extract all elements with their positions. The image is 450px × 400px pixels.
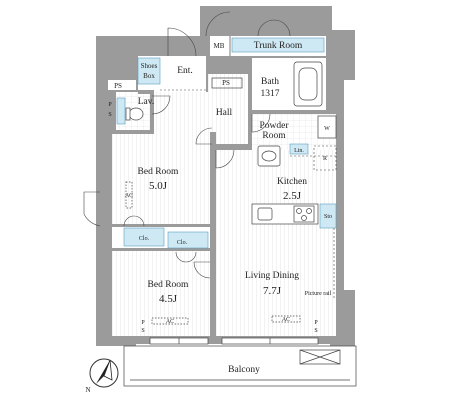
svg-text:Box: Box xyxy=(143,72,155,80)
ps-side-s: S xyxy=(108,112,111,118)
powder-room-door[interactable] xyxy=(251,113,271,133)
svg-text:Lin.: Lin. xyxy=(294,148,304,154)
storage-cabinet xyxy=(319,203,337,229)
svg-text:P: P xyxy=(141,320,145,326)
svg-text:P: P xyxy=(314,320,318,326)
svg-text:Clo.: Clo. xyxy=(139,236,150,242)
ps-side-p: P xyxy=(108,102,112,108)
balcony-label: Balcony xyxy=(228,365,260,375)
ps-label-top-left: PS xyxy=(114,82,122,90)
lavatory-counter xyxy=(116,97,126,125)
kitchen-sink xyxy=(257,207,273,221)
refrigerator-space xyxy=(313,145,337,171)
bedroom1-size: 5.0J xyxy=(149,180,168,192)
kitchen-size: 2.5J xyxy=(283,190,302,202)
bedroom2-label: Bed Room xyxy=(148,280,190,290)
mb-door[interactable] xyxy=(205,11,231,37)
toilet xyxy=(128,107,144,121)
balcony-windows xyxy=(149,337,319,345)
svg-text:S: S xyxy=(314,328,317,334)
closet-1 xyxy=(123,227,165,247)
bedroom2-ac: AC xyxy=(166,319,174,325)
entrance-label: Ent. xyxy=(177,66,193,76)
living-dining-label: Living Dining xyxy=(245,271,299,281)
ps-label-top-mid: PS xyxy=(222,79,230,87)
powder-room-label: Powder xyxy=(259,121,289,131)
floors xyxy=(112,36,356,390)
kitchen-label: Kitchen xyxy=(277,177,307,187)
closet-1-door[interactable] xyxy=(123,215,145,227)
lavatory-door[interactable] xyxy=(151,95,171,115)
bedroom1-ac: AC xyxy=(125,193,133,199)
trunk-room-shelf xyxy=(231,37,325,53)
svg-text:S: S xyxy=(141,328,144,334)
bedroom1-door[interactable] xyxy=(195,127,213,145)
hall-label: Hall xyxy=(216,108,233,118)
svg-text:W: W xyxy=(324,126,330,132)
lavatory-label: Lav. xyxy=(138,97,155,107)
mb-label: MB xyxy=(214,42,225,50)
bedroom2-size: 4.5J xyxy=(159,293,178,305)
trunk-room-label: Trunk Room xyxy=(254,41,303,51)
trunk-room-door[interactable] xyxy=(257,19,291,37)
bath-label: Bath xyxy=(261,77,279,87)
living-dining-size: 7.7J xyxy=(263,285,282,297)
closet-2-door[interactable] xyxy=(175,251,197,263)
living-ac: AC xyxy=(282,317,290,323)
picture-rail-label: Picture rail xyxy=(305,291,332,297)
bedroom1-label: Bed Room xyxy=(138,167,180,177)
washer-space xyxy=(317,115,337,139)
svg-text:Clo.: Clo. xyxy=(177,240,188,246)
svg-text:Shoes: Shoes xyxy=(141,62,158,70)
compass-north-label: N xyxy=(85,386,90,394)
closet-2 xyxy=(167,231,209,249)
entrance-door[interactable] xyxy=(167,27,197,57)
bath-size-label: 1317 xyxy=(261,89,280,99)
linen-shelf xyxy=(289,143,309,155)
svg-text:Room: Room xyxy=(262,131,286,141)
compass-icon xyxy=(89,358,119,388)
svg-text:Sto: Sto xyxy=(324,214,332,220)
bedroom2-door[interactable] xyxy=(193,261,211,279)
bedroom1-window xyxy=(83,191,101,227)
svg-text:R: R xyxy=(323,156,327,162)
kitchen-door[interactable] xyxy=(215,149,235,169)
balcony xyxy=(123,345,357,387)
shoes-box xyxy=(137,57,161,85)
stove xyxy=(293,205,315,223)
